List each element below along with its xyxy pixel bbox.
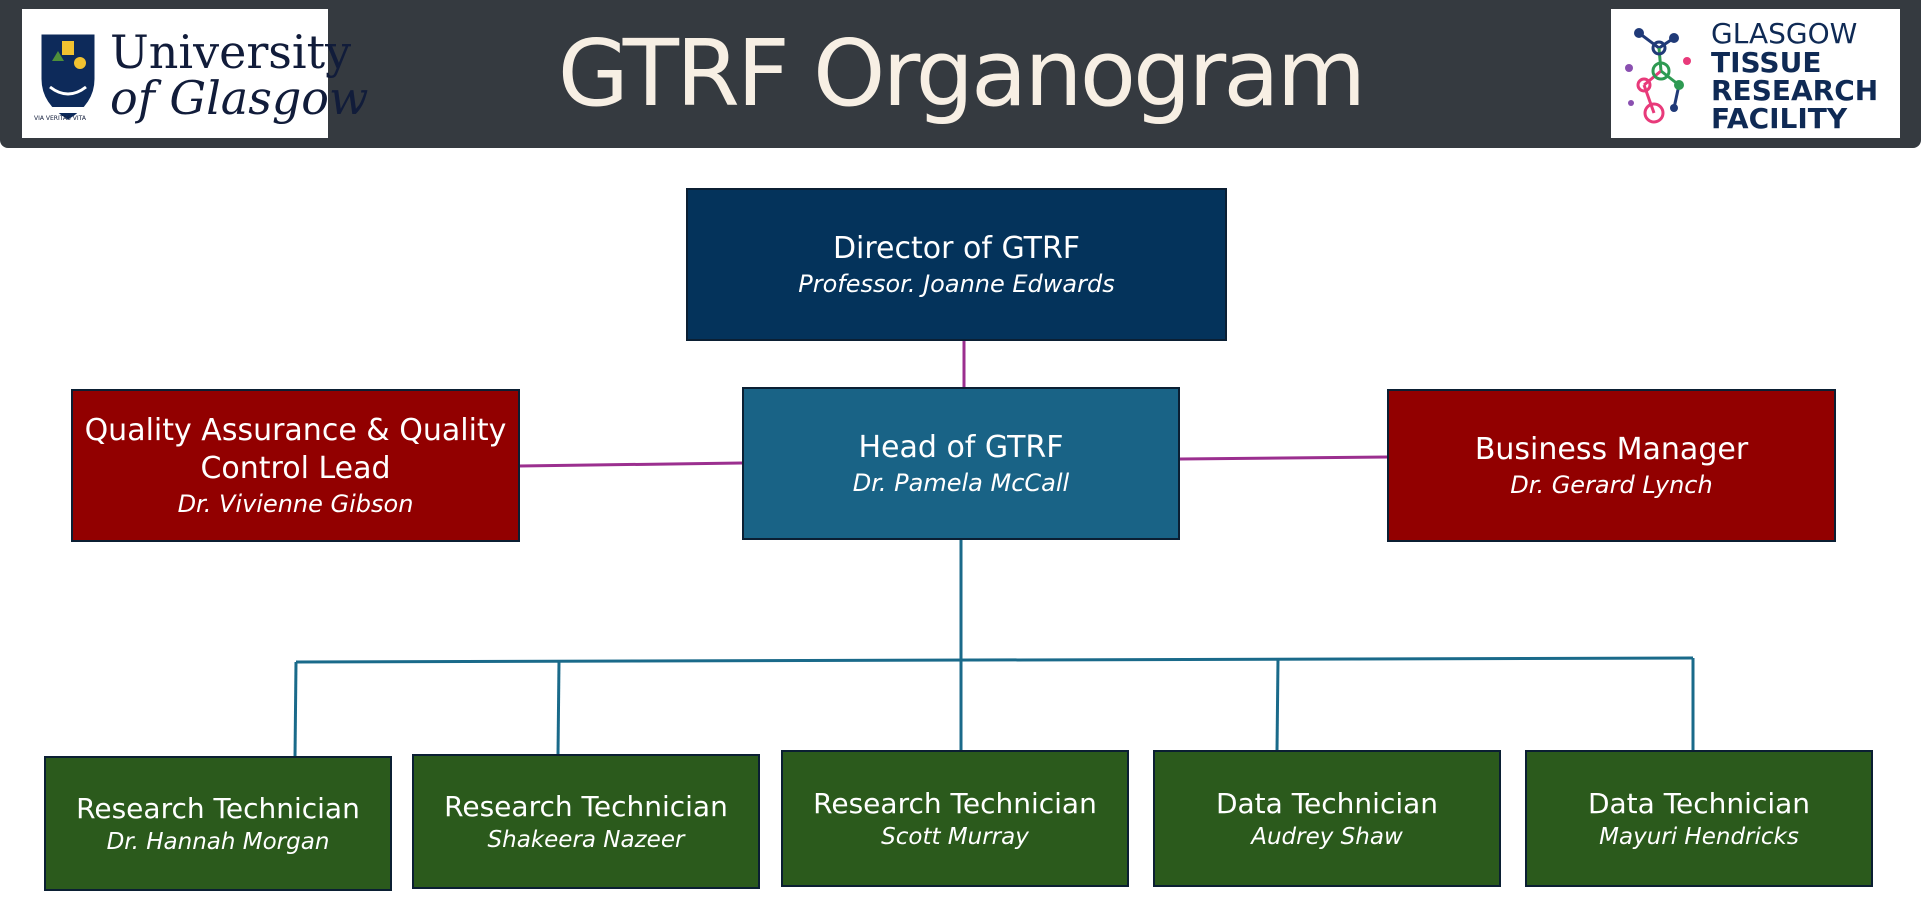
staff-name-1: Dr. Hannah Morgan xyxy=(106,828,330,855)
uog-wordmark-line1: University xyxy=(110,25,352,79)
director-name: Professor. Joanne Edwards xyxy=(798,269,1115,298)
university-of-glasgow-logo: University of Glasgow VIA VERITAS VITA xyxy=(22,9,368,138)
staff-name-2: Shakeera Nazeer xyxy=(487,826,685,853)
connector-head-qa xyxy=(518,461,743,468)
connector-staff-2 xyxy=(556,660,561,756)
connector-staff-4 xyxy=(1275,658,1280,752)
page-title: GTRF Organogram xyxy=(557,20,1367,127)
qa-lead-role-line2: Control Lead xyxy=(200,450,391,486)
staff-box-5: Data Technician Mayuri Hendricks xyxy=(1525,750,1873,887)
staff-role-3: Research Technician xyxy=(813,786,1097,820)
staff-name-3: Scott Murray xyxy=(881,823,1029,850)
business-manager-name: Dr. Gerard Lynch xyxy=(1510,470,1713,499)
staff-role-5: Data Technician xyxy=(1587,786,1811,820)
gtrf-wordmark-line2: TISSUE xyxy=(1711,46,1822,79)
connector-staff-1 xyxy=(293,661,298,758)
qa-lead-role-line1: Quality Assurance & Quality xyxy=(84,412,507,448)
connector-staff-bus xyxy=(295,656,1694,664)
staff-name-5: Mayuri Hendricks xyxy=(1599,823,1799,850)
crest-icon xyxy=(41,34,95,120)
connector-head-business xyxy=(1179,455,1389,461)
uog-wordmark-line2: of Glasgow xyxy=(110,71,369,125)
gtrf-wordmark-line4: FACILITY xyxy=(1711,102,1848,135)
staff-role-2: Research Technician xyxy=(444,789,728,823)
staff-box-2: Research Technician Shakeera Nazeer xyxy=(412,754,760,889)
head-role: Head of GTRF xyxy=(858,429,1064,465)
staff-box-3: Research Technician Scott Murray xyxy=(781,750,1129,887)
qa-lead-name: Dr. Vivienne Gibson xyxy=(177,489,414,518)
gtrf-logo: GLASGOW TISSUE RESEARCH FACILITY xyxy=(1611,9,1900,138)
uog-motto: VIA VERITAS VITA xyxy=(34,115,86,122)
business-manager-role: Business Manager xyxy=(1474,431,1749,467)
staff-box-4: Data Technician Audrey Shaw xyxy=(1153,750,1501,887)
business-manager-box: Business Manager Dr. Gerard Lynch xyxy=(1387,389,1836,542)
gtrf-wordmark-line3: RESEARCH xyxy=(1711,74,1879,107)
staff-role-1: Research Technician xyxy=(76,791,360,825)
staff-box-1: Research Technician Dr. Hannah Morgan xyxy=(44,756,392,891)
molecule-network-icon xyxy=(1625,28,1691,124)
director-box: Director of GTRF Professor. Joanne Edwar… xyxy=(686,188,1227,341)
head-box: Head of GTRF Dr. Pamela McCall xyxy=(742,387,1180,540)
gtrf-wordmark-line1: GLASGOW xyxy=(1711,17,1858,50)
director-role: Director of GTRF xyxy=(832,230,1081,266)
head-name: Dr. Pamela McCall xyxy=(852,468,1070,497)
qa-lead-box: Quality Assurance & Quality Control Lead… xyxy=(71,389,520,542)
staff-role-4: Data Technician xyxy=(1215,786,1439,820)
staff-name-4: Audrey Shaw xyxy=(1251,823,1403,850)
